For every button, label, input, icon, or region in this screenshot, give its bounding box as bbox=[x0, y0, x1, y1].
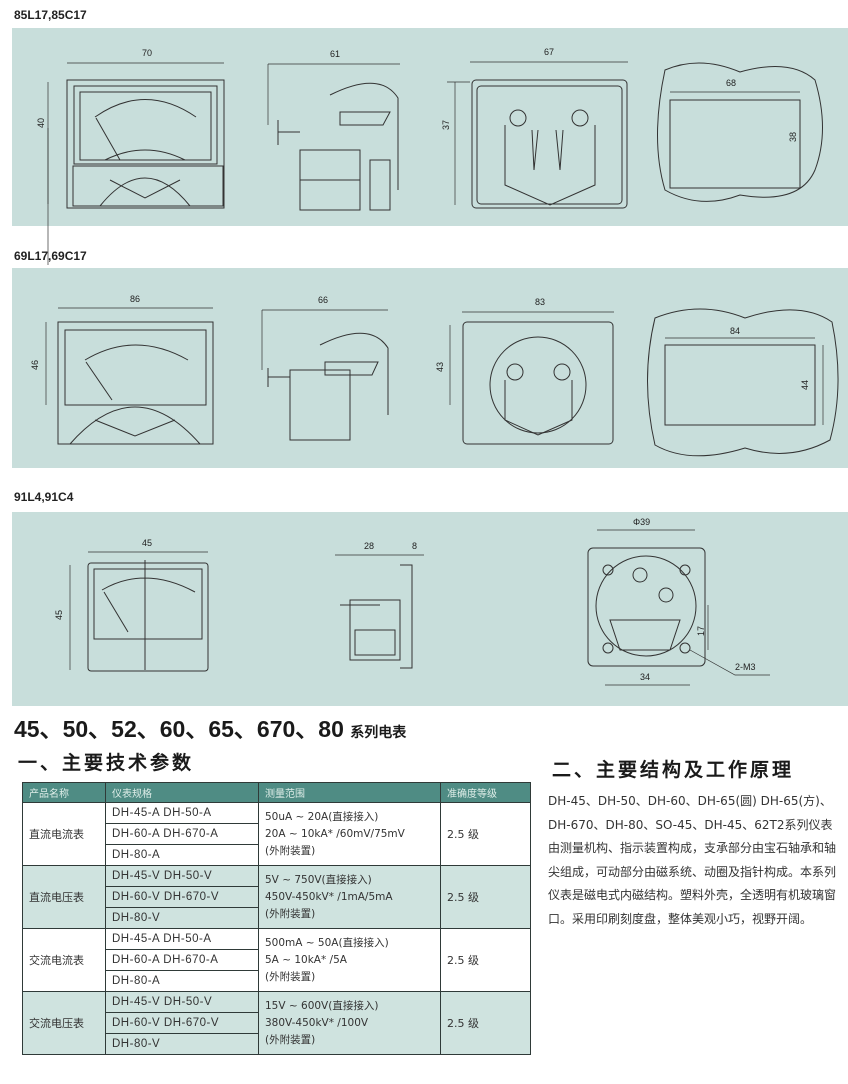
section1-title: 一、主要技术参数 bbox=[18, 752, 195, 774]
dim-label: 68 bbox=[726, 78, 736, 88]
range-line: 50uA ~ 20A(直接接入) bbox=[265, 810, 379, 823]
range-cell: 50uA ~ 20A(直接接入) 20A ~ 10kA* /60mV/75mV (外… bbox=[258, 802, 441, 866]
range-line: 380V-450kV* /100V bbox=[265, 1016, 369, 1029]
dim-label: 70 bbox=[142, 48, 152, 58]
dim-label: 46 bbox=[30, 360, 40, 370]
accuracy-class: 2.5 级 bbox=[440, 928, 531, 992]
product-name: 直流电流表 bbox=[22, 802, 106, 866]
table-row: DH-60-A DH-670-A bbox=[23, 823, 531, 845]
range-line: (外附装置) bbox=[265, 907, 316, 920]
series-title: 45、50、52、60、65、670、80 系列电表 bbox=[14, 710, 406, 744]
range-cell: 500mA ~ 50A(直接接入) 5A ~ 10kA* /5A (外附装置) bbox=[258, 928, 441, 992]
dim-label: 43 bbox=[435, 362, 445, 372]
spec-cell: DH-45-A DH-50-A bbox=[105, 928, 259, 950]
dim-label: 37 bbox=[441, 120, 451, 130]
range-line: 500mA ~ 50A(直接接入) bbox=[265, 936, 389, 949]
dim-label: 2-M3 bbox=[735, 662, 756, 672]
accuracy-class: 2.5 级 bbox=[440, 802, 531, 866]
range-line: 20A ~ 10kA* /60mV/75mV bbox=[265, 827, 405, 840]
dim-label: 38 bbox=[788, 132, 798, 142]
dim-label: 66 bbox=[318, 295, 328, 305]
spec-cell: DH-80-V bbox=[105, 1033, 259, 1055]
panel-title: 85L17,85C17 bbox=[14, 8, 87, 22]
spec-cell: DH-60-A DH-670-A bbox=[105, 823, 259, 845]
dim-label: 45 bbox=[54, 610, 64, 620]
header-class: 准确度等级 bbox=[440, 782, 531, 803]
product-name: 直流电压表 bbox=[22, 865, 106, 929]
dim-label: 17 bbox=[696, 626, 706, 636]
header-spec: 仪表规格 bbox=[105, 782, 259, 803]
dim-label: 44 bbox=[800, 380, 810, 390]
front-view-91: 45 45 bbox=[54, 538, 209, 672]
dim-label: 86 bbox=[130, 294, 140, 304]
series-suffix: 系列电表 bbox=[350, 724, 407, 740]
series-numbers: 45、50、52、60、65、670、80 bbox=[14, 716, 344, 742]
spec-cell: DH-60-V DH-670-V bbox=[105, 1012, 259, 1034]
range-line: 450V-450kV* /1mA/5mA bbox=[265, 890, 393, 903]
table-row: DH-60-V DH-670-V bbox=[23, 886, 531, 908]
range-line: (外附装置) bbox=[265, 844, 316, 857]
back-view-85: 67 37 bbox=[441, 47, 628, 209]
table-row: DH-80-A bbox=[23, 970, 531, 992]
dimension-drawings: 70 40 61 67 37 68 38 86 46 66 83 43 84 4… bbox=[12, 28, 848, 706]
panel-cutout-85: 68 38 bbox=[657, 62, 823, 202]
range-cell: 15V ~ 600V(直接接入) 380V-450kV* /100V (外附装置) bbox=[258, 991, 441, 1055]
dim-label: 8 bbox=[412, 541, 417, 551]
accuracy-class: 2.5 级 bbox=[440, 991, 531, 1055]
drawing-panel-3 bbox=[12, 512, 848, 706]
dim-label: 45 bbox=[142, 538, 152, 548]
spec-cell: DH-60-A DH-670-A bbox=[105, 949, 259, 971]
spec-cell: DH-45-V DH-50-V bbox=[105, 991, 259, 1013]
accuracy-class: 2.5 级 bbox=[440, 865, 531, 929]
back-view-69: 83 43 bbox=[435, 297, 614, 445]
side-view-91: 28 8 bbox=[335, 541, 424, 669]
range-cell: 5V ~ 750V(直接接入) 450V-450kV* /1mA/5mA (外附装置… bbox=[258, 865, 441, 929]
dim-label: 67 bbox=[544, 47, 554, 57]
dim-label: 40 bbox=[36, 118, 46, 128]
drawing-panel-2 bbox=[12, 268, 848, 468]
header-product: 产品名称 bbox=[22, 782, 106, 803]
range-line: (外附装置) bbox=[265, 1033, 316, 1046]
range-line: 15V ~ 600V(直接接入) bbox=[265, 999, 379, 1012]
section2-title: 二、主要结构及工作原理 bbox=[552, 759, 795, 781]
table-row: DH-80-V bbox=[23, 1033, 531, 1055]
table-header-row: 产品名称 仪表规格 测量范围 准确度等级 bbox=[22, 782, 531, 803]
range-line: 5V ~ 750V(直接接入) bbox=[265, 873, 372, 886]
dim-label: 28 bbox=[364, 541, 374, 551]
dim-label: 34 bbox=[640, 672, 650, 682]
range-line: (外附装置) bbox=[265, 970, 316, 983]
spec-cell: DH-60-V DH-670-V bbox=[105, 886, 259, 908]
front-view-85: 70 40 bbox=[36, 48, 225, 265]
spec-cell: DH-45-V DH-50-V bbox=[105, 865, 259, 887]
panel-title: 69L17,69C17 bbox=[14, 249, 87, 263]
dim-label: 84 bbox=[730, 326, 740, 336]
side-view-85: 61 bbox=[267, 49, 400, 211]
dim-label: 61 bbox=[330, 49, 340, 59]
panel-title: 91L4,91C4 bbox=[14, 490, 74, 504]
section2-text: DH-45、DH-50、DH-60、DH-65(圆) DH-65(方)、DH-6… bbox=[548, 794, 837, 926]
spec-cell: DH-80-A bbox=[105, 970, 259, 992]
panel-cutout-69: 84 44 bbox=[647, 308, 839, 457]
dim-label: Φ39 bbox=[633, 517, 650, 527]
front-view-69: 86 46 bbox=[30, 294, 214, 445]
product-name: 交流电压表 bbox=[22, 991, 106, 1055]
drawing-panel-1 bbox=[12, 28, 848, 226]
back-view-91: Φ39 17 2-M3 34 bbox=[587, 517, 770, 686]
spec-cell: DH-80-A bbox=[105, 844, 259, 866]
dim-label: 83 bbox=[535, 297, 545, 307]
table-row: DH-80-V bbox=[23, 907, 531, 929]
side-view-69: 66 bbox=[261, 295, 389, 441]
spec-cell: DH-80-V bbox=[105, 907, 259, 929]
product-name: 交流电流表 bbox=[22, 928, 106, 992]
spec-cell: DH-45-A DH-50-A bbox=[105, 802, 259, 824]
range-line: 5A ~ 10kA* /5A bbox=[265, 953, 347, 966]
header-range: 测量范围 bbox=[258, 782, 441, 803]
table-row: DH-60-V DH-670-V bbox=[23, 1012, 531, 1034]
